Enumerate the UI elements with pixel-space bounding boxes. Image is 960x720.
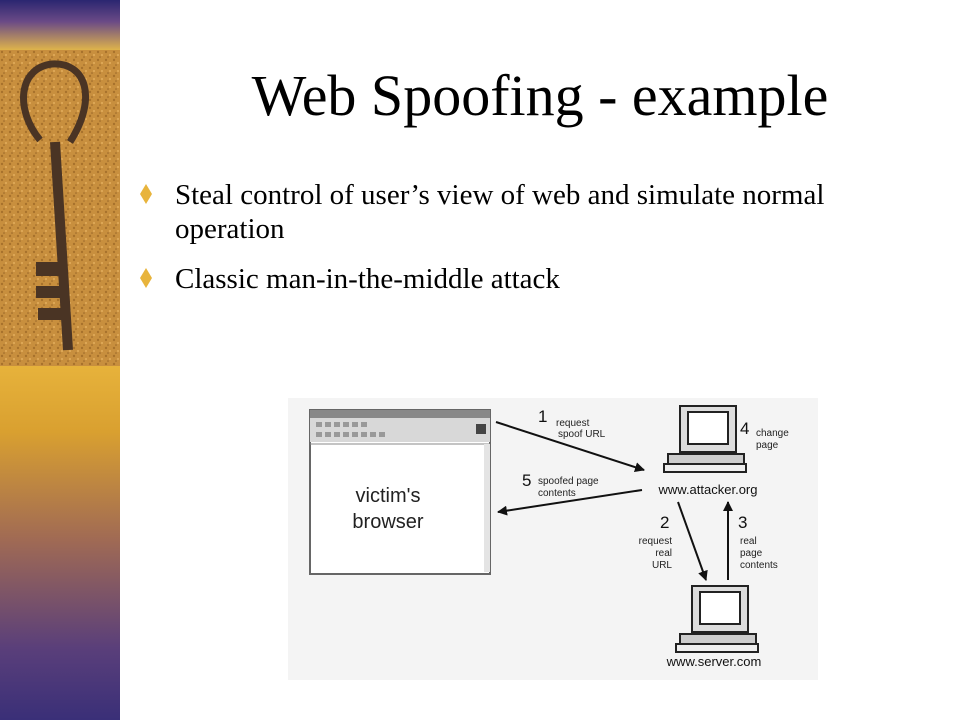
step-2-label-line1: request — [639, 536, 673, 547]
step-4-label-line2: page — [756, 440, 779, 451]
step-5-label-line1: spoofed page — [538, 476, 599, 487]
step-3-label-line1: real — [740, 536, 757, 547]
server-computer-icon — [675, 585, 759, 653]
diamond-bullet-icon — [140, 268, 152, 288]
bullet-text: Classic man-in-the-middle attack — [175, 263, 560, 295]
diamond-bullet-icon — [140, 184, 152, 204]
step-1-label-line1: request — [556, 418, 590, 429]
step-3-label-line2: page — [740, 548, 763, 559]
attacker-computer-icon — [663, 405, 747, 473]
step-2-label-line2: real — [655, 548, 672, 559]
victim-browser-window: victim's browser — [309, 409, 491, 575]
left-decorative-bar — [0, 0, 120, 720]
slide-title: Web Spoofing - example — [251, 63, 829, 128]
step-5-number: 5 — [522, 471, 531, 490]
server-hostname: www.server.com — [666, 654, 762, 669]
key-photo — [0, 50, 120, 366]
arrow-step-2 — [677, 501, 708, 581]
step-5-label-line2: contents — [538, 488, 576, 499]
bullet-text: Steal control of user’s view of web and … — [175, 179, 825, 245]
attacker-hostname: www.attacker.org — [658, 482, 758, 497]
step-4-label-line1: change — [756, 428, 789, 439]
step-4-number: 4 — [740, 419, 749, 438]
victim-label-line2: browser — [352, 511, 423, 533]
step-3-number: 3 — [738, 513, 747, 532]
victim-label-line1: victim's — [356, 485, 421, 507]
step-2-number: 2 — [660, 513, 669, 532]
web-spoofing-diagram: victim's browser www.attacker.org www.se… — [288, 398, 818, 680]
step-2-label-line3: URL — [652, 560, 672, 571]
arrow-step-1 — [495, 421, 645, 472]
step-1-number: 1 — [538, 407, 547, 426]
arrow-step-5 — [497, 489, 643, 516]
step-1-label-line2: spoof URL — [558, 429, 606, 440]
step-3-label-line3: contents — [740, 560, 778, 571]
